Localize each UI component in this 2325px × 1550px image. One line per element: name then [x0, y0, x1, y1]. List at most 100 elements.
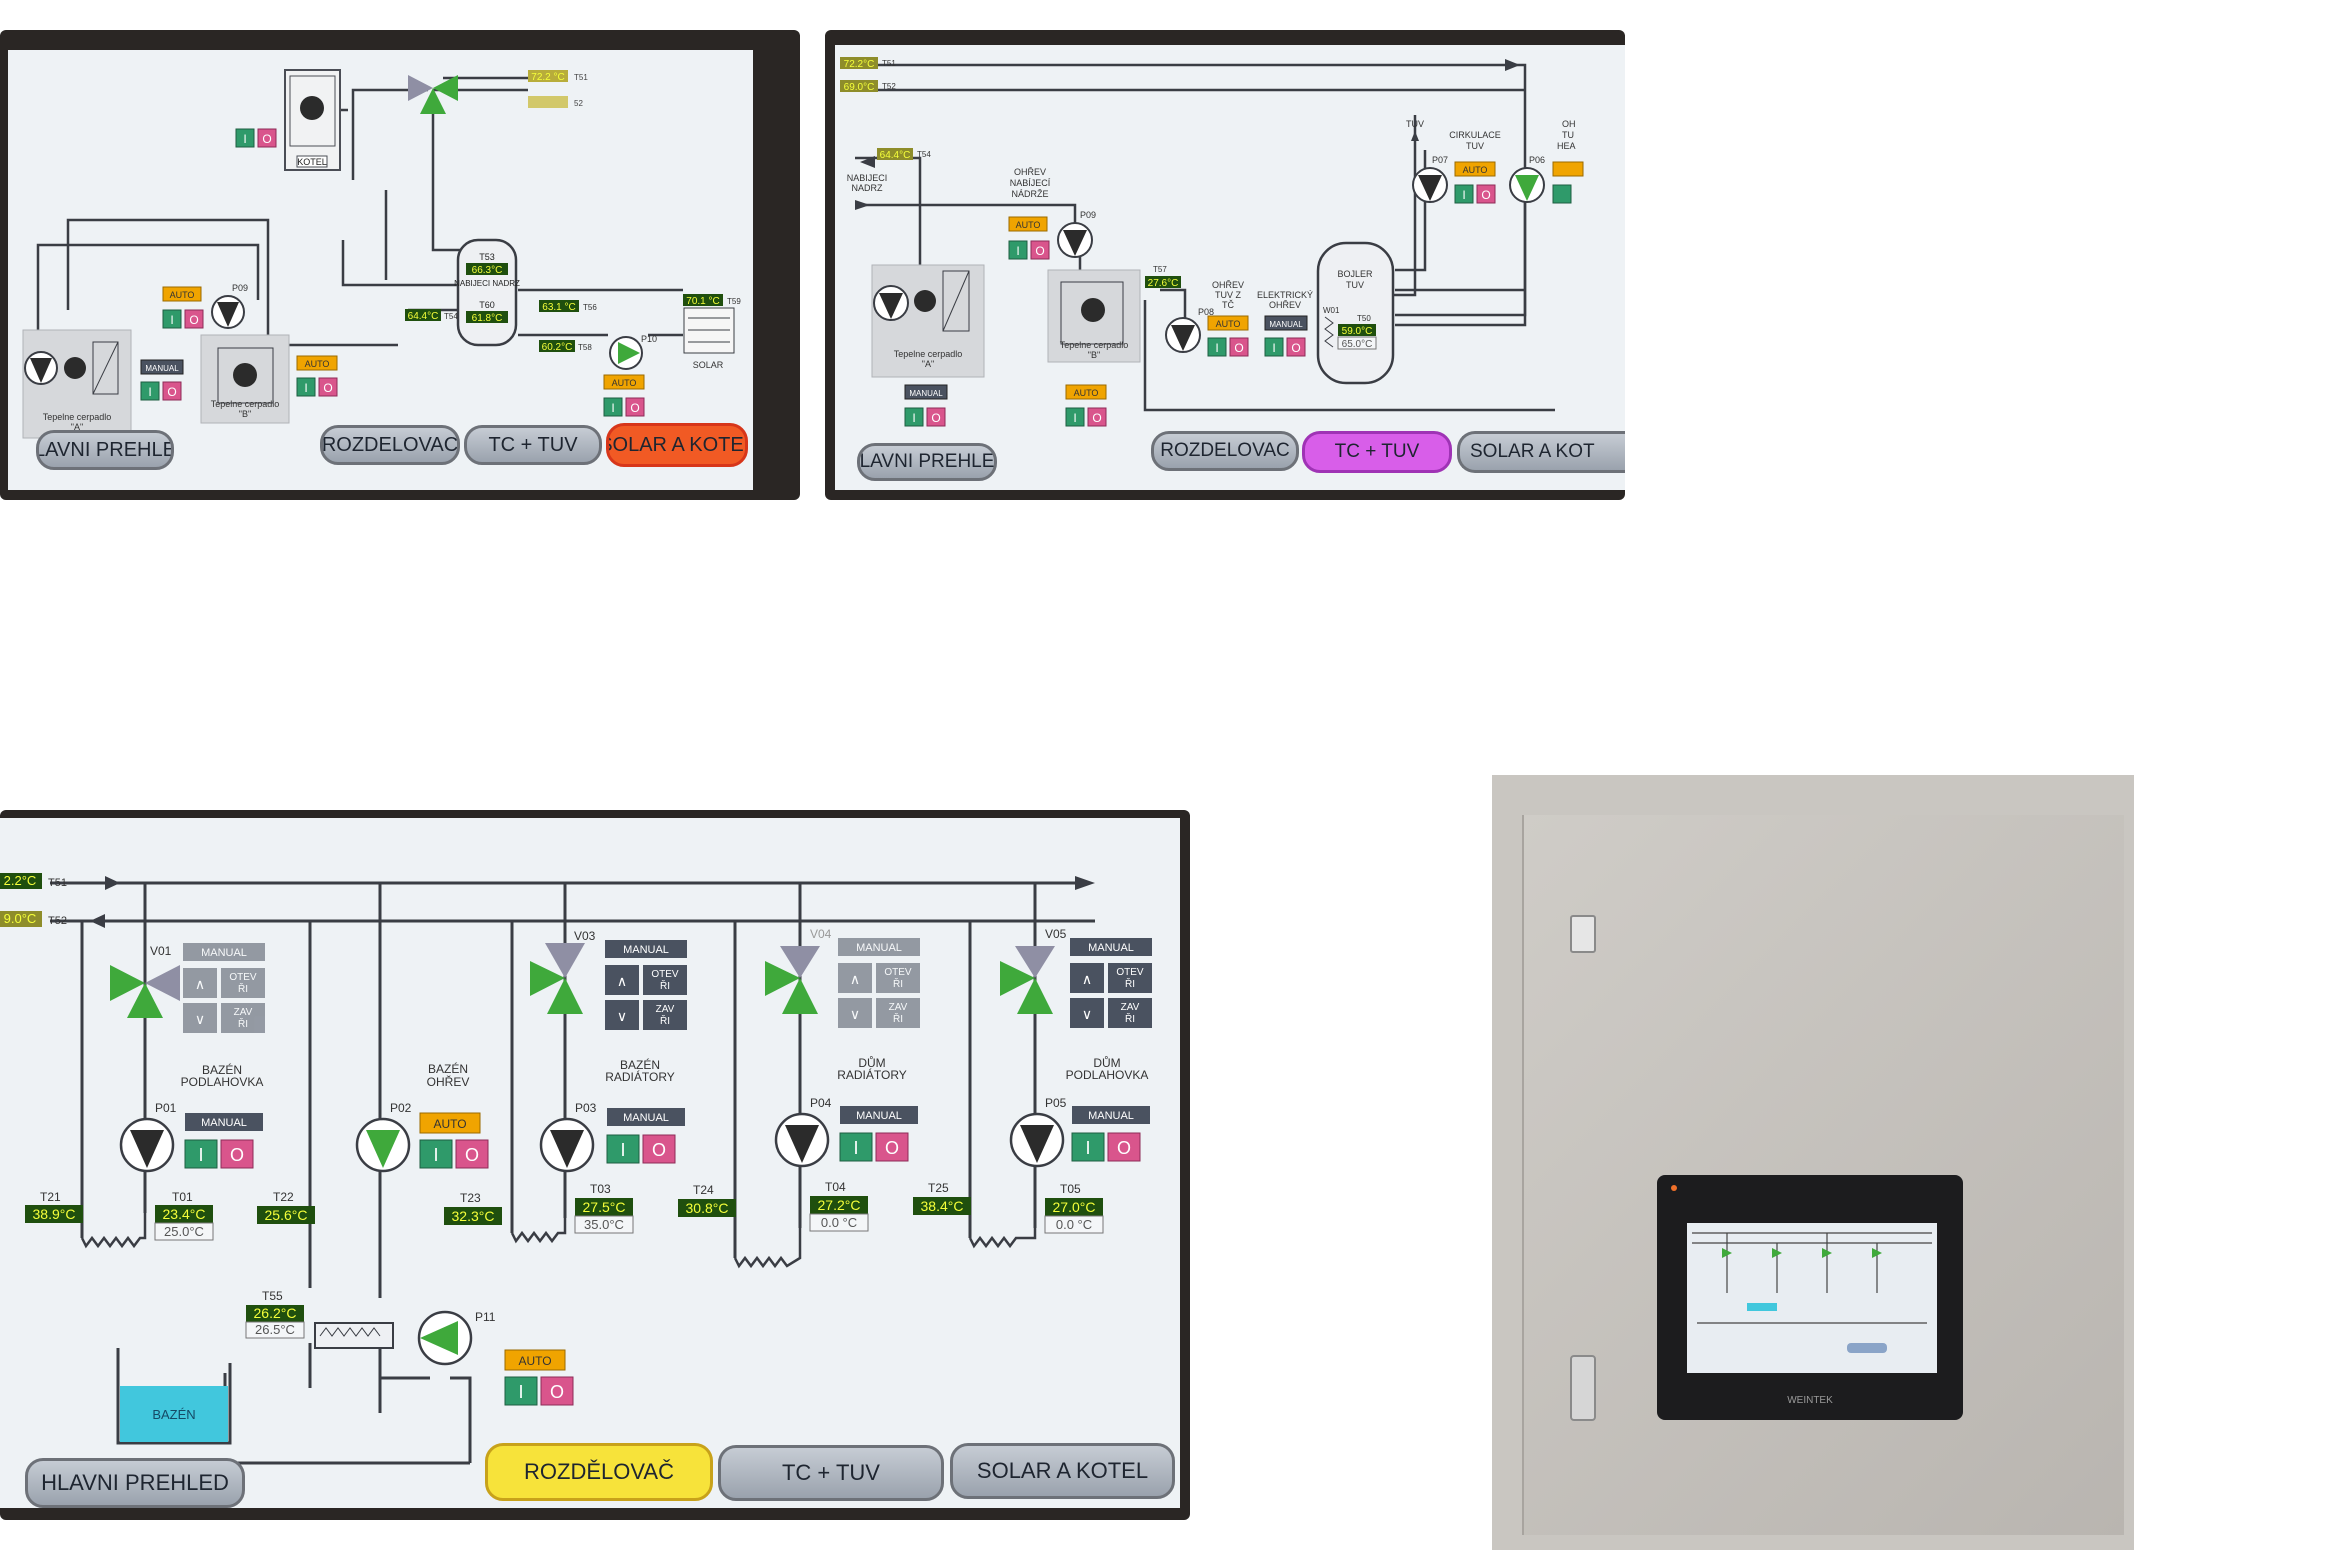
pump-p08[interactable]: P08	[1165, 307, 1214, 353]
manual-button[interactable]	[838, 938, 920, 956]
close-button[interactable]	[838, 998, 872, 1028]
auto-button[interactable]	[419, 1112, 481, 1134]
nav-hlavni-prehled[interactable]: HLAVNI PREHLED	[857, 443, 997, 481]
auto-button[interactable]	[296, 355, 338, 371]
on-button[interactable]	[1207, 337, 1227, 357]
auto-button[interactable]	[504, 1349, 566, 1371]
pump-p07[interactable]: P07	[1412, 155, 1448, 203]
off-button[interactable]	[642, 1134, 676, 1164]
v05-controls[interactable]: MANUAL ∧ OTEV ŘI ∨ ZAV ŘI	[1070, 938, 1152, 1028]
valve-v01[interactable]: V01	[110, 944, 180, 1018]
off-button[interactable]	[318, 377, 338, 397]
on-button[interactable]	[904, 407, 924, 427]
off-button[interactable]	[257, 128, 277, 148]
pump-p03[interactable]: P03	[539, 1101, 597, 1173]
nav-rozdelovac[interactable]: ROZDELOVAC	[320, 425, 460, 465]
p04-controls[interactable]: MANUAL I O	[839, 1106, 918, 1162]
hp-b-controls[interactable]: AUTO I O	[296, 355, 338, 397]
auto-button[interactable]	[1454, 161, 1496, 177]
open-button[interactable]	[1070, 963, 1104, 993]
manual-button[interactable]	[607, 1108, 685, 1126]
auto-button[interactable]	[1065, 384, 1107, 400]
close-button[interactable]	[605, 1000, 639, 1030]
off-button[interactable]	[1476, 184, 1496, 204]
open-button[interactable]	[838, 963, 872, 993]
nav-tc-tuv[interactable]: TC + TUV	[718, 1445, 944, 1501]
nav-rozdelovac-active[interactable]: ROZDĚLOVAČ	[485, 1443, 713, 1501]
off-button[interactable]	[184, 309, 204, 329]
pump-p04[interactable]: P04	[774, 1096, 832, 1168]
on-button[interactable]	[1552, 184, 1572, 204]
valve-v05[interactable]: V05	[1000, 927, 1067, 1014]
p09-controls[interactable]: AUTO I O	[162, 286, 204, 329]
v04-controls[interactable]: MANUAL ∧ OTEV ŘI ∨ ZAV ŘI	[838, 938, 920, 1028]
auto-button[interactable]	[1552, 161, 1584, 177]
nav-hlavni-prehled[interactable]: HLAVNI PREHLED	[25, 1458, 245, 1508]
off-button[interactable]	[625, 397, 645, 417]
on-button[interactable]	[296, 377, 316, 397]
valve-v04[interactable]: V04	[765, 927, 832, 1014]
nav-hlavni-prehled[interactable]: HLAVNI PREHLED	[36, 430, 174, 470]
kotel-onoff[interactable]: I O	[235, 128, 277, 148]
off-button[interactable]	[455, 1139, 489, 1169]
pump-p10[interactable]: P10	[609, 334, 657, 370]
on-button[interactable]	[1454, 184, 1474, 204]
hp-a-controls[interactable]: MANUAL I O	[140, 359, 184, 401]
on-button[interactable]	[235, 128, 255, 148]
p09-controls[interactable]: AUTO I O	[1008, 216, 1050, 260]
manual-button[interactable]	[605, 940, 687, 958]
pump-p02[interactable]: P02	[355, 1101, 412, 1173]
manual-button[interactable]	[1070, 938, 1152, 956]
p06-controls-partial[interactable]	[1552, 161, 1584, 204]
auto-button[interactable]	[1008, 216, 1048, 232]
p08-controls[interactable]: AUTO I O	[1207, 315, 1249, 357]
p07-controls[interactable]: AUTO I O	[1454, 161, 1496, 204]
nav-rozdelovac[interactable]: ROZDELOVAC	[1151, 431, 1299, 471]
auto-button[interactable]	[162, 286, 202, 302]
hp-a-controls[interactable]: MANUAL I O	[904, 384, 948, 427]
nav-tc-tuv[interactable]: TC + TUV	[464, 425, 602, 465]
on-button[interactable]	[1071, 1132, 1105, 1162]
manual-button[interactable]	[1264, 315, 1308, 331]
manual-button[interactable]	[1072, 1106, 1150, 1124]
open-button[interactable]	[183, 968, 217, 998]
w01-controls[interactable]: MANUAL I O	[1264, 315, 1308, 357]
nav-solar-kotel[interactable]: SOLAR A KOTEL	[950, 1443, 1175, 1499]
pump-p11[interactable]: P11	[417, 1310, 496, 1366]
nav-tc-tuv-active[interactable]: TC + TUV	[1302, 431, 1452, 473]
off-button[interactable]	[926, 407, 946, 427]
off-button[interactable]	[1286, 337, 1306, 357]
on-button[interactable]	[1065, 407, 1085, 427]
v01-controls[interactable]: MANUAL ∧ OTEV ŘI ∨ ZAV ŘI	[183, 943, 265, 1033]
pump-p05[interactable]: P05	[1009, 1096, 1067, 1168]
p03-controls[interactable]: MANUAL I O	[606, 1108, 685, 1164]
nav-solar-kotel[interactable]: SOLAR A KOT	[1457, 431, 1625, 473]
manual-button[interactable]	[140, 359, 184, 375]
v03-controls[interactable]: MANUAL ∧ OTEV ŘI ∨ ZAV ŘI	[605, 940, 687, 1030]
off-button[interactable]	[1229, 337, 1249, 357]
on-button[interactable]	[1264, 337, 1284, 357]
off-button[interactable]	[162, 381, 182, 401]
close-button[interactable]	[1070, 998, 1104, 1028]
close-button[interactable]	[183, 1003, 217, 1033]
p01-controls[interactable]: MANUAL I O	[184, 1113, 263, 1169]
pump-p09[interactable]: P09	[1057, 210, 1096, 258]
auto-button[interactable]	[603, 374, 645, 390]
open-button[interactable]	[605, 965, 639, 995]
p02-controls[interactable]: AUTO I O	[419, 1112, 489, 1169]
on-button[interactable]	[419, 1139, 453, 1169]
manual-button[interactable]	[185, 1113, 263, 1131]
manual-button[interactable]	[840, 1106, 918, 1124]
off-button[interactable]	[875, 1132, 909, 1162]
off-button[interactable]	[1087, 407, 1107, 427]
on-button[interactable]	[1008, 240, 1028, 260]
off-button[interactable]	[540, 1376, 574, 1406]
p10-controls[interactable]: AUTO I O	[603, 374, 645, 417]
on-button[interactable]	[504, 1376, 538, 1406]
auto-button[interactable]	[1207, 315, 1249, 331]
manual-button[interactable]	[904, 384, 948, 400]
p05-controls[interactable]: MANUAL I O	[1071, 1106, 1150, 1162]
on-button[interactable]	[162, 309, 182, 329]
manual-button[interactable]	[183, 943, 265, 961]
off-button[interactable]	[220, 1139, 254, 1169]
